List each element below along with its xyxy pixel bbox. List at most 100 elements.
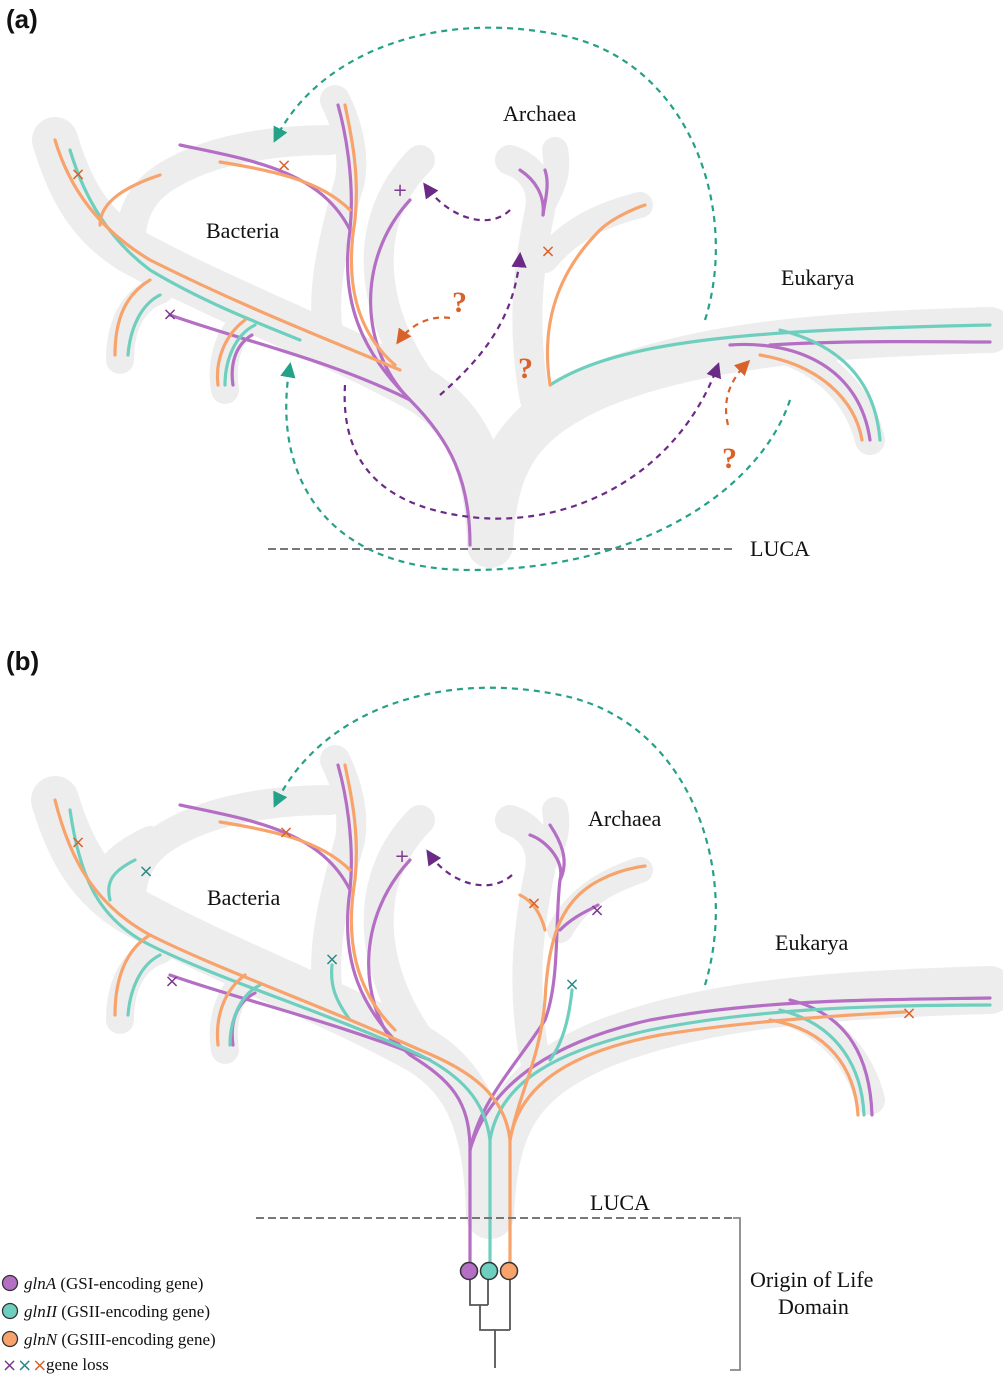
legend-loss-label: gene loss bbox=[46, 1355, 109, 1374]
glnN-line bbox=[758, 353, 864, 442]
svg-text:×××: ××× bbox=[2, 1355, 47, 1376]
glnN-line bbox=[343, 103, 397, 367]
legend-desc: (GSIII-encoding gene) bbox=[57, 1330, 216, 1349]
glnN-line bbox=[53, 138, 402, 372]
panel-a-gene-lines bbox=[53, 103, 992, 547]
glnA-line bbox=[468, 996, 992, 1152]
gene-loss-mark: × bbox=[138, 861, 153, 882]
domain-label-eukarya: Eukarya bbox=[775, 930, 849, 955]
panel-b-gene-losses: × × × + × × × × × × bbox=[70, 822, 916, 1024]
root-cladogram bbox=[459, 1261, 519, 1368]
glnN-line bbox=[768, 1018, 860, 1117]
glnII-line bbox=[329, 963, 352, 1022]
glnA-line bbox=[558, 903, 600, 932]
glnII-line bbox=[548, 988, 574, 1062]
glnII-line bbox=[126, 293, 162, 357]
glnN-line bbox=[518, 893, 547, 932]
question-mark: ? bbox=[518, 352, 533, 385]
glnA-line bbox=[728, 342, 872, 442]
legend-item-gene-loss: ××× gene loss bbox=[2, 1355, 109, 1376]
glnN-line bbox=[53, 798, 512, 1272]
glnA-line bbox=[788, 998, 874, 1117]
legend-item-glnN: glnN (GSIII-encoding gene) bbox=[1, 1330, 216, 1349]
domain-label-eukarya: Eukarya bbox=[781, 265, 855, 290]
glnA-line bbox=[168, 313, 412, 402]
glnII-line bbox=[778, 1008, 866, 1117]
glnN-line bbox=[113, 933, 152, 1017]
domain-label-bacteria: Bacteria bbox=[206, 218, 280, 243]
hgt-arrow-purple bbox=[343, 362, 722, 520]
glnN-swatch bbox=[1, 1330, 19, 1348]
glnA-line bbox=[336, 763, 472, 1272]
panel-b-tree bbox=[31, 745, 1003, 1239]
hgt-arrow-purple bbox=[439, 251, 527, 396]
glnN-line bbox=[343, 763, 397, 1032]
glnII-line bbox=[68, 808, 492, 1272]
glnA-line bbox=[548, 823, 566, 882]
glnII-line bbox=[548, 323, 992, 387]
gene-loss-mark: × bbox=[164, 971, 179, 992]
legend-item-glnA: glnA (GSI-encoding gene) bbox=[1, 1274, 203, 1293]
glnA-swatch bbox=[1, 1274, 19, 1292]
glnA-node bbox=[459, 1261, 479, 1281]
legend-gene: glnA bbox=[24, 1274, 57, 1293]
origin-label: Domain bbox=[778, 1294, 849, 1319]
glnII-line bbox=[223, 323, 257, 387]
glnII-node bbox=[479, 1261, 499, 1281]
luca-label: LUCA bbox=[750, 536, 810, 561]
legend-desc: (GSII-encoding gene) bbox=[57, 1302, 210, 1321]
glnN-line bbox=[98, 173, 162, 227]
hgt-arrow-orange bbox=[396, 316, 451, 345]
gene-loss-mark: × bbox=[70, 164, 85, 185]
gene-loss-mark: + bbox=[392, 180, 407, 201]
glnII-line bbox=[107, 858, 137, 902]
gene-loss-mark: × bbox=[564, 974, 579, 995]
domain-label-archaea: Archaea bbox=[503, 101, 577, 126]
glnA-line bbox=[178, 143, 352, 232]
glnA-line bbox=[369, 198, 412, 402]
panel-a: (a) bbox=[6, 4, 1003, 572]
glnA-line bbox=[336, 103, 472, 547]
panel-a-label: (a) bbox=[6, 4, 38, 34]
glnN-line bbox=[218, 820, 352, 872]
luca-label: LUCA bbox=[590, 1190, 650, 1215]
panel-b: (b) bbox=[6, 646, 1003, 1371]
glnII-line bbox=[68, 148, 302, 342]
glnII-swatch bbox=[1, 1302, 19, 1320]
hgt-arrow-purple bbox=[426, 849, 513, 887]
glnN-node bbox=[499, 1261, 519, 1281]
glnA-line bbox=[367, 858, 412, 1047]
hgt-arrow-green bbox=[273, 26, 717, 321]
question-mark: ? bbox=[722, 442, 737, 475]
panel-a-gene-losses: × × + × × bbox=[70, 155, 555, 325]
svg-text:glnA (GSI-encoding gene): glnA (GSI-encoding gene) bbox=[24, 1274, 203, 1293]
glnA-line bbox=[541, 168, 549, 217]
domain-label-bacteria: Bacteria bbox=[207, 885, 281, 910]
gene-loss-mark: × bbox=[324, 949, 339, 970]
hgt-arrow-green bbox=[273, 686, 717, 986]
glnA-line bbox=[178, 803, 352, 892]
glnN-line bbox=[215, 973, 247, 1047]
gene-loss-mark: × bbox=[278, 822, 293, 843]
domain-label-archaea: Archaea bbox=[588, 806, 662, 831]
glnA-line bbox=[468, 833, 563, 1152]
glnN-line bbox=[113, 278, 152, 357]
glnN-line bbox=[508, 864, 647, 1142]
svg-text:glnII (GSII-encoding gene): glnII (GSII-encoding gene) bbox=[24, 1302, 210, 1321]
svg-text:glnN (GSIII-encoding gene): glnN (GSIII-encoding gene) bbox=[24, 1330, 216, 1349]
gene-loss-mark: × bbox=[901, 1003, 916, 1024]
glnN-line bbox=[508, 1010, 907, 1142]
glnII-line bbox=[488, 1003, 992, 1142]
gene-loss-mark: + bbox=[394, 846, 409, 867]
glnN-line bbox=[218, 160, 352, 212]
legend: glnA (GSI-encoding gene) glnII (GSII-enc… bbox=[1, 1274, 216, 1376]
gene-loss-mark: × bbox=[70, 832, 85, 853]
panel-b-label: (b) bbox=[6, 646, 39, 676]
question-mark: ? bbox=[452, 286, 467, 319]
glnA-line bbox=[768, 340, 992, 347]
glnII-line bbox=[778, 328, 882, 442]
glnA-line bbox=[168, 973, 432, 1062]
glnA-line bbox=[230, 333, 254, 387]
legend-gene: glnN bbox=[24, 1330, 59, 1349]
gene-loss-mark: × bbox=[589, 900, 604, 921]
